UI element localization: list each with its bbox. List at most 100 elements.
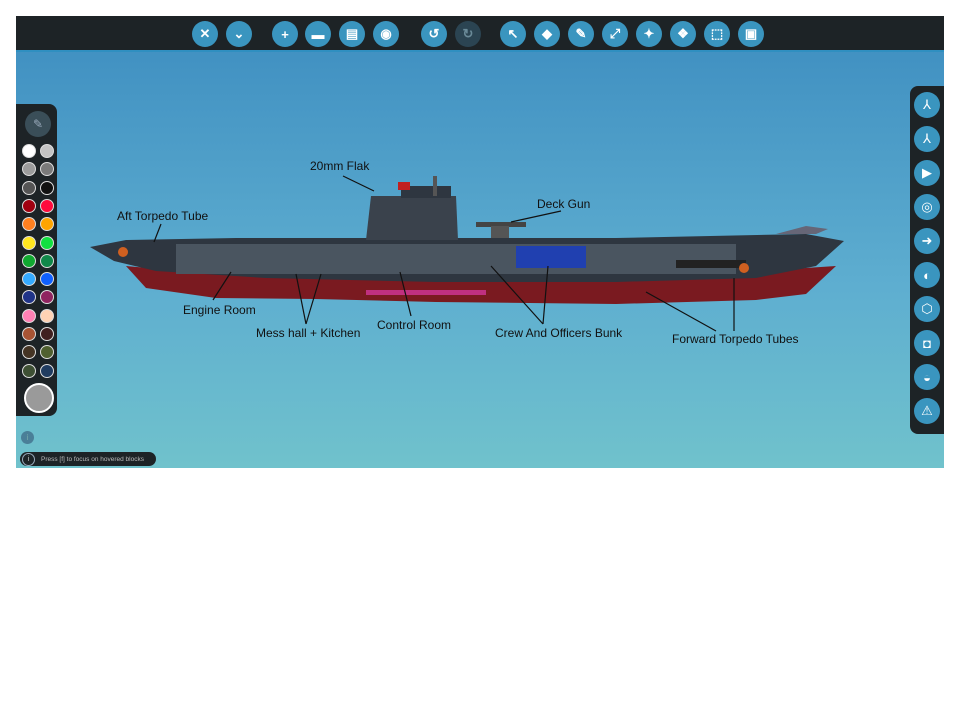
hint-text: Press [f] to focus on hovered blocks <box>41 455 144 463</box>
info-icon[interactable]: i <box>21 431 34 444</box>
color-swatch[interactable] <box>22 363 36 378</box>
paint-button[interactable]: ✎ <box>568 21 594 47</box>
build-viewport[interactable]: ✕ ⌄ + ▬ ▤ ◉ ↺ ↻ ↖ ◆ ✎ ⤢ ✦ ❖ ⬚ ▣ 20mm Flak <box>16 16 944 468</box>
selection-box-button[interactable]: ⬚ <box>704 21 730 47</box>
merge-button[interactable]: ❖ <box>670 21 696 47</box>
select-button[interactable]: ↖ <box>500 21 526 47</box>
color-swatch[interactable] <box>40 345 54 360</box>
color-swatch[interactable] <box>40 180 54 195</box>
color-swatch[interactable] <box>40 144 54 158</box>
label-control-room: Control Room <box>377 318 452 332</box>
tower-top <box>401 186 451 198</box>
redo-icon: ↻ <box>462 26 474 41</box>
view-axes-icon: ⅄ <box>923 97 931 112</box>
collapse-button[interactable]: ⌄ <box>226 21 252 47</box>
target-button[interactable]: ◎ <box>914 194 940 220</box>
label-aft-torpedo-tube: Aft Torpedo Tube <box>117 209 209 223</box>
aft-torpedo-model <box>118 247 128 257</box>
fwd-tube <box>676 260 746 268</box>
color-swatch[interactable] <box>22 198 36 213</box>
select-icon: ↖ <box>507 26 519 41</box>
view-axes-alt-button[interactable]: ⅄ <box>914 126 940 152</box>
color-swatch[interactable] <box>40 363 54 378</box>
mast <box>433 176 437 196</box>
color-swatch[interactable] <box>22 272 36 287</box>
label-deck-gun: Deck Gun <box>537 197 591 211</box>
paint-brush-icon[interactable]: ✎ <box>25 111 51 137</box>
color-swatch[interactable] <box>22 345 36 360</box>
color-swatch[interactable] <box>40 198 54 213</box>
color-swatch[interactable] <box>22 144 36 158</box>
eraser-button[interactable]: ◆ <box>534 21 560 47</box>
color-swatch[interactable] <box>40 235 54 250</box>
color-swatch[interactable] <box>22 235 36 250</box>
tape-measure-button[interactable]: ◘ <box>914 330 940 356</box>
sonar-button[interactable]: ◐ <box>914 262 940 288</box>
color-swatch[interactable] <box>40 253 54 268</box>
block-button[interactable]: ⬡ <box>914 296 940 322</box>
color-swatch[interactable] <box>22 290 36 305</box>
label-20mm-flak: 20mm Flak <box>310 159 370 173</box>
color-swatch[interactable] <box>40 217 54 232</box>
collapse-icon: ⌄ <box>233 26 245 41</box>
selection-box-icon: ⬚ <box>710 26 724 41</box>
color-swatch[interactable] <box>22 308 36 323</box>
color-swatch[interactable] <box>22 327 36 341</box>
open-button[interactable]: ▬ <box>305 21 331 47</box>
block-icon: ⬡ <box>921 301 933 316</box>
hull-interior <box>176 244 736 274</box>
light-icon: ✦ <box>643 26 655 41</box>
buoyancy-icon: ◒ <box>923 369 931 385</box>
color-swatch[interactable] <box>22 162 36 177</box>
color-swatch[interactable] <box>22 217 36 232</box>
color-swatch[interactable] <box>40 308 54 323</box>
bunks <box>516 246 586 268</box>
pink-strip <box>366 290 486 295</box>
color-swatch[interactable] <box>40 327 54 341</box>
pointer-lines <box>153 175 735 332</box>
color-swatch[interactable] <box>22 180 36 195</box>
conning-tower <box>366 196 458 240</box>
frame-button[interactable]: ▣ <box>738 21 764 47</box>
transform-icon: ⤢ <box>609 26 621 41</box>
color-swatch[interactable] <box>40 272 54 287</box>
paint-icon: ✎ <box>575 26 587 41</box>
new-button[interactable]: + <box>272 21 298 47</box>
camera-button[interactable]: ▶ <box>914 160 940 186</box>
close-button[interactable]: ✕ <box>192 21 218 47</box>
submarine-model[interactable] <box>16 16 944 468</box>
save-icon: ▤ <box>345 26 359 41</box>
warning-icon: ⚠ <box>921 403 933 418</box>
undo-icon: ↺ <box>428 26 440 41</box>
open-icon: ▬ <box>311 26 325 42</box>
view-axes-button[interactable]: ⅄ <box>914 92 940 118</box>
light-button[interactable]: ✦ <box>636 21 662 47</box>
bow-rail <box>776 226 828 234</box>
label-crew-bunk: Crew And Officers Bunk <box>495 326 623 340</box>
undo-button[interactable]: ↺ <box>421 21 447 47</box>
thrust-button[interactable]: ➜ <box>914 228 940 254</box>
target-icon: ◎ <box>921 199 933 214</box>
thrust-icon: ➜ <box>921 233 933 248</box>
deck-gun-base <box>491 226 509 238</box>
frame-icon: ▣ <box>744 26 758 41</box>
right-toolbar: ⅄ ⅄ ▶ ◎ ➜ ◐ ⬡ ◘ ◒ ⚠ <box>910 86 944 434</box>
color-swatch[interactable] <box>22 253 36 268</box>
save-button[interactable]: ▤ <box>339 21 365 47</box>
warning-button[interactable]: ⚠ <box>914 398 940 424</box>
steam-workshop-icon: ◉ <box>380 26 392 41</box>
steam-workshop-button[interactable]: ◉ <box>373 21 399 47</box>
deck-gun-model <box>476 222 526 227</box>
tape-measure-icon: ◘ <box>923 335 931 351</box>
selected-color-swatch[interactable] <box>24 383 54 413</box>
color-palette: ✎ <box>16 104 57 416</box>
redo-button[interactable]: ↻ <box>455 21 481 47</box>
color-swatch[interactable] <box>40 162 54 177</box>
transform-button[interactable]: ⤢ <box>602 21 628 47</box>
new-icon: + <box>281 26 289 42</box>
camera-icon: ▶ <box>922 165 932 180</box>
view-axes-alt-icon: ⅄ <box>923 131 931 146</box>
color-swatch[interactable] <box>40 290 54 305</box>
eraser-icon: ◆ <box>542 26 552 41</box>
buoyancy-button[interactable]: ◒ <box>914 364 940 390</box>
